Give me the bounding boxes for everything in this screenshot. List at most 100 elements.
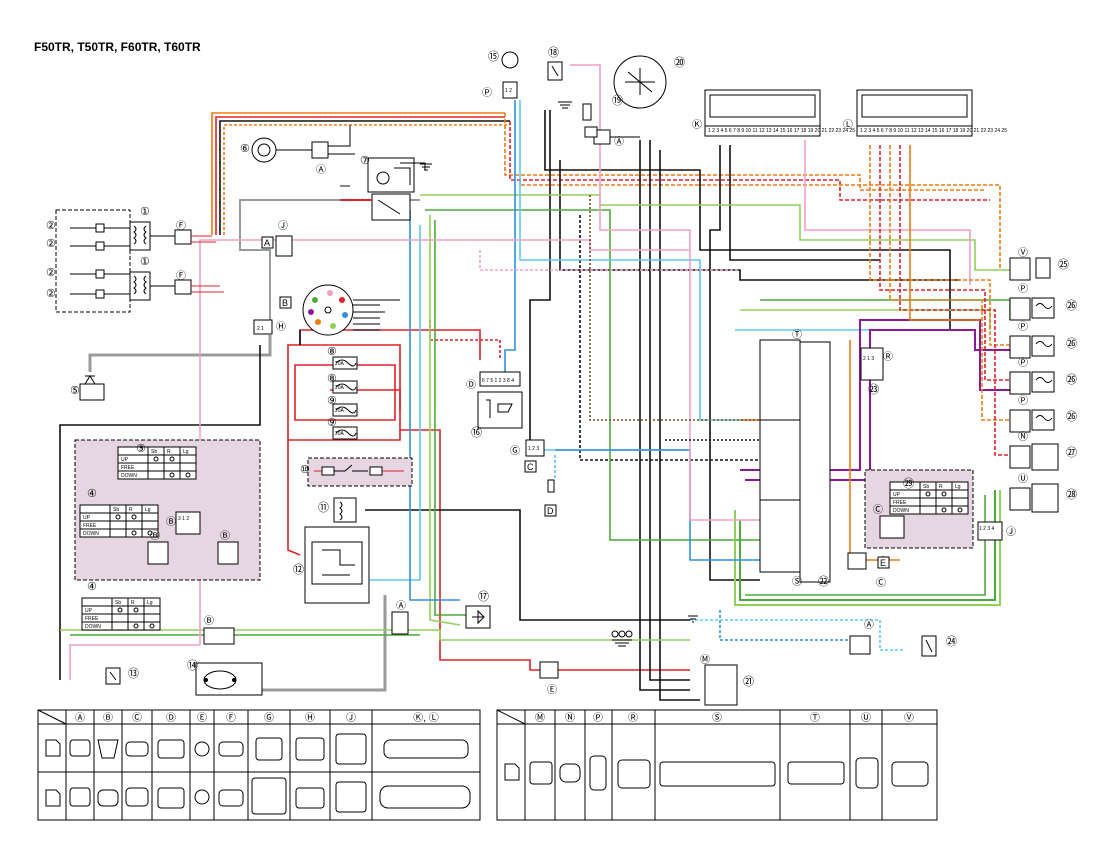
connector-label-31: Ⓢ [792, 576, 802, 588]
switch-row-free: FREE [893, 500, 907, 506]
boxed-label-A [261, 236, 274, 249]
component-label-c26a: ㉖ [1066, 299, 1077, 312]
injector-26-2 [1009, 335, 1055, 359]
switch-header: Sb [923, 484, 929, 490]
switch-header: Sb [115, 600, 121, 606]
connector-b-bottom [203, 627, 235, 645]
component-label-c25: ㉕ [1058, 258, 1069, 271]
ecm-k-pins: 1 2 3 4 5 6 7 8 9 10 11 12 13 14 15 16 1… [708, 128, 855, 134]
component-label-c2a: ② [46, 220, 56, 232]
boxed-label-E [877, 556, 890, 569]
component-label-c4b: ④ [87, 581, 97, 593]
component-label-c23: ㉓ [868, 383, 879, 396]
fuse-3 [332, 403, 358, 417]
stator-flywheel [593, 55, 667, 145]
component-label-c26b: ㉖ [1066, 337, 1077, 350]
boxed-label-text-A: A [264, 238, 270, 248]
fuse-rating-3: 20A [335, 408, 345, 414]
boxed-label-text-B: B [282, 298, 288, 308]
connector-label-23: Ⓜ [700, 654, 710, 666]
wire-harness [59, 64, 1011, 701]
connector-label-2: Ⓐ [396, 600, 406, 612]
starter-relay [367, 157, 426, 221]
connector-h [253, 319, 273, 335]
component-label-c21: ㉑ [743, 675, 754, 688]
switch-header: R [167, 449, 171, 455]
connector-d-small [547, 479, 555, 493]
connector-label-29: Ⓟ [1018, 395, 1028, 407]
meter-21 [704, 664, 738, 706]
switch-header: R [129, 507, 133, 513]
component-label-c8d: ⑨ [327, 417, 337, 429]
component-label-c3: ③ [136, 443, 146, 455]
trim-sensor [105, 667, 121, 685]
legend-header-5: Ⓣ [810, 712, 820, 724]
component-label-c22: ㉒ [818, 575, 829, 588]
connector-label-6: Ⓑ [220, 530, 230, 542]
connector-label-28: Ⓟ [1018, 357, 1028, 369]
switch-row-free: FREE [121, 465, 135, 471]
component-label-c2c: ② [46, 267, 56, 279]
component-label-c10: ⑩ [300, 464, 310, 476]
relay-shaded-area [307, 457, 413, 487]
switch-header: Sb [113, 507, 119, 513]
water-switch [921, 635, 937, 657]
connector-label-22: Ⓛ [843, 119, 853, 131]
switch-row-down: DOWN [893, 508, 909, 514]
connector-r-pins: 2 1 3 [863, 356, 874, 362]
connector-labels: ⒶⒶⒶⒶⒷⒷⒷⒷⒸⒸⒸⒹⒹⒺⒺⒻⒻⒼⒽⒿⒿⓀⓁⓂⓃⓅⓅⓅⓅⓅⓇⓈⓉⓊⓋABCDE [150, 87, 1028, 696]
component-label-c27: ㉗ [1066, 446, 1077, 459]
switch-row-up: UP [85, 608, 93, 614]
connector-label-3: Ⓐ [864, 619, 874, 631]
legend-header-8: Ⓙ [346, 712, 356, 724]
main-switch [302, 284, 354, 336]
connector-g-pins: 1 2 3 [528, 446, 539, 452]
switch-row-free: FREE [83, 523, 97, 529]
switch-header: Lg [183, 449, 189, 455]
boxed-label-text-D: D [547, 506, 554, 516]
legend-header-6: Ⓖ [264, 712, 274, 724]
connector-f-2 [174, 279, 192, 295]
fuse-1 [332, 356, 358, 370]
connector-b-3 [217, 541, 239, 565]
component-label-c14: ⑭ [187, 659, 198, 672]
connector-label-17: Ⓖ [510, 445, 520, 457]
sensor-28 [1009, 483, 1059, 513]
legend-header-1: Ⓝ [565, 712, 575, 724]
connector-label-1: Ⓐ [614, 136, 624, 148]
connector-label-24: Ⓝ [1018, 431, 1028, 443]
switch-header: R [131, 600, 135, 606]
connector-label-16: Ⓕ [176, 270, 186, 282]
injector-26-4 [1009, 409, 1055, 433]
fuse-rating-4: 20A [335, 431, 345, 437]
switch-header: Sb [151, 449, 157, 455]
connector-label-11: Ⓓ [466, 379, 476, 391]
switch-row-down: DOWN [85, 624, 101, 630]
neutral-switch-15 [501, 51, 519, 99]
switch-row-free: FREE [85, 616, 99, 622]
boxed-label-C [524, 460, 537, 473]
component-label-c2b: ② [46, 238, 56, 250]
oil-pressure-switch [860, 347, 884, 381]
legend-header-1: Ⓑ [103, 712, 113, 724]
connector-label-20: Ⓙ [1006, 526, 1016, 538]
connector-h-pins: 2 1 [257, 326, 264, 332]
switch-row-up: UP [893, 492, 901, 498]
connector-j-right [977, 521, 1003, 541]
connector-label-15: Ⓕ [176, 220, 186, 232]
ignition-coil-1 [129, 221, 151, 251]
component-label-c8b: ⑧ [327, 373, 337, 385]
component-label-c16: ⑯ [471, 426, 482, 439]
pulser-coil [251, 125, 355, 163]
legend-header-3: Ⓡ [628, 712, 638, 724]
connector-label-4: Ⓑ [166, 516, 176, 528]
injector-26-3 [1009, 371, 1055, 395]
connector-label-25: Ⓟ [482, 87, 492, 99]
